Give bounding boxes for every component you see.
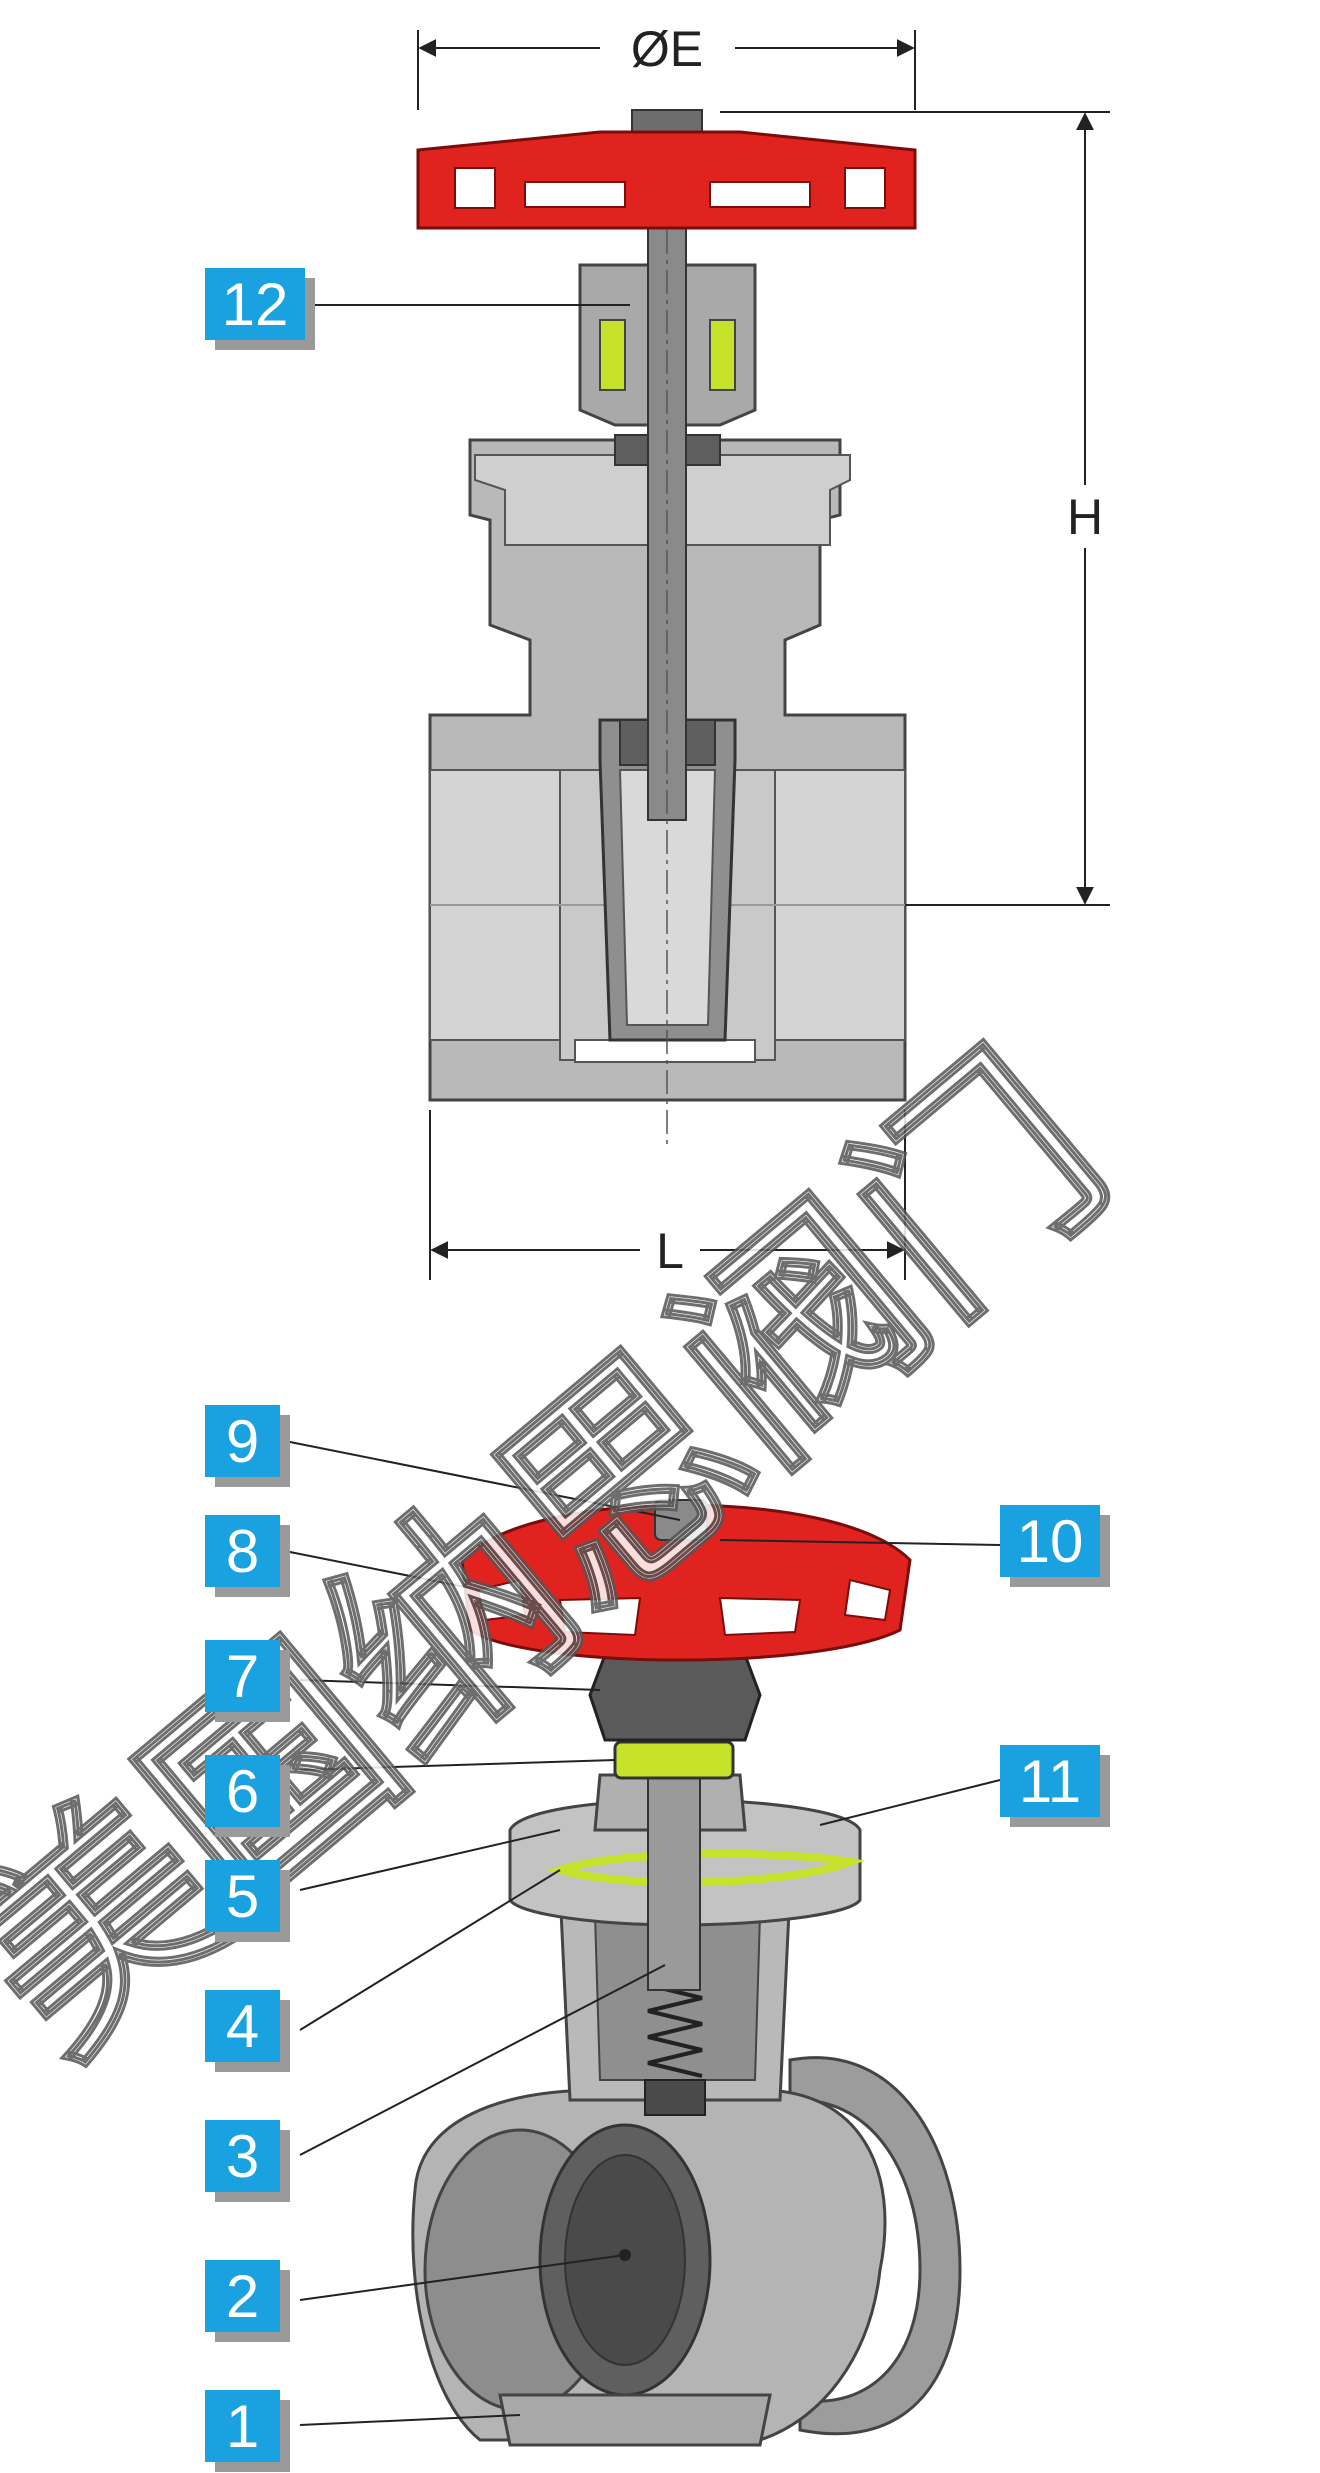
part-badges: 12 9 8 10 7 6 11 5 4 3 2 1 [205,268,1110,2472]
badge-number: 5 [226,1863,259,1930]
section-view [416,109,917,1145]
packing-nut [588,1653,762,1742]
badge-box [1000,1505,1100,1577]
dimension-l: L [429,1110,906,1280]
dimension-h-label: H [1067,489,1103,545]
badge-box [205,1860,280,1932]
badge-box [205,268,305,340]
dimension-e: ØE [417,21,916,110]
badge-number: 10 [1017,1508,1084,1575]
part-badge-6: 6 [205,1755,290,1837]
packing [613,1740,735,1780]
badge-box [205,1515,280,1587]
badge-box [205,1755,280,1827]
badge-number: 6 [226,1758,259,1825]
handwheel-nut [654,1499,708,1541]
badge-number: 12 [222,271,289,338]
badge-number: 8 [226,1518,259,1585]
spring [647,1983,703,2078]
part-badge-5: 5 [205,1860,290,1942]
part-badge-8: 8 [205,1515,290,1597]
badge-number: 3 [226,2123,259,2190]
badge-box [205,2260,280,2332]
part-badge-4: 4 [205,1990,290,2072]
badge-box [205,2390,280,2462]
cutaway-view [411,1499,962,2447]
badge-number: 1 [226,2393,259,2460]
badge-box [1000,1745,1100,1817]
leader-lines [279,304,1001,2426]
badge-box [205,2120,280,2192]
badge-box [205,1405,280,1477]
dimension-e-label: ØE [631,21,703,77]
badge-number: 2 [226,2263,259,2330]
part-badge-12: 12 [205,268,315,350]
part-badge-1: 1 [205,2390,290,2472]
badge-number: 11 [1019,1748,1081,1815]
badge-box [205,1640,280,1712]
badge-number: 4 [226,1993,259,2060]
badge-number: 7 [226,1643,259,1710]
dimension-h: H [720,111,1110,906]
part-badge-3: 3 [205,2120,290,2202]
end-ring-right [788,2056,962,2436]
part-badge-7: 7 [205,1640,290,1722]
part-badge-9: 9 [205,1405,290,1487]
part-badge-11: 11 [1000,1745,1110,1827]
part-badge-2: 2 [205,2260,290,2342]
dimension-l-label: L [656,1223,684,1279]
badge-number: 9 [226,1408,259,1475]
part-badge-10: 10 [1000,1505,1110,1587]
badge-box [205,1990,280,2062]
